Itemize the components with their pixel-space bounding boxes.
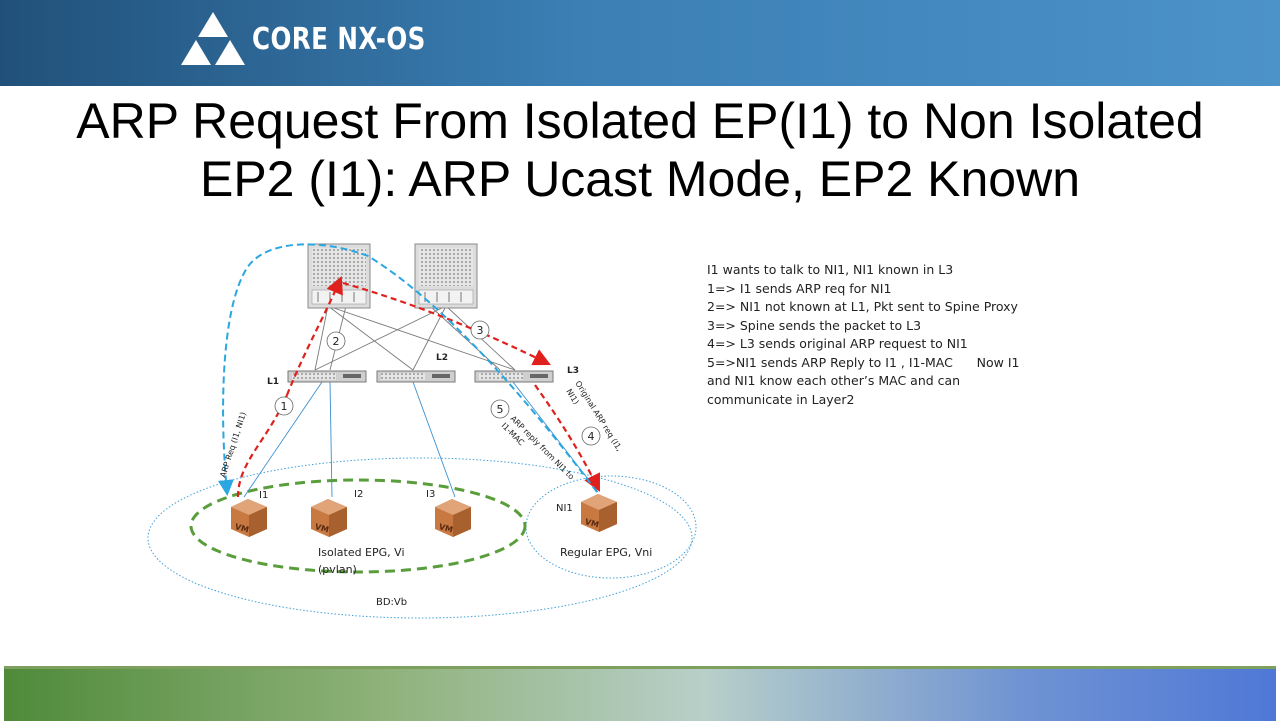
note-line: 5=>NI1 sends ARP Reply to I1 , I1-MAC No… [707, 354, 1020, 370]
arrow-step-2 [285, 275, 343, 396]
vm-i1: VM [231, 499, 267, 537]
leaf-label-l2: L2 [436, 353, 448, 363]
arrow-step-5 [217, 243, 598, 496]
bd-label: BD:Vb [376, 597, 407, 608]
explanation-notes: I1 wants to talk to NI1, NI1 known in L3… [707, 261, 1037, 409]
isolated-epg-sublabel: (pvlan) [318, 563, 357, 576]
note-line: 2=> NI1 not known at L1, Pkt sent to Spi… [707, 299, 1018, 314]
leaf-label-l3: L3 [567, 366, 579, 376]
header-bar: CORE NX-OS [0, 0, 1280, 86]
step-marker-2: 2 [326, 331, 346, 351]
footer-bar [4, 666, 1276, 721]
arrow-step-3 [342, 281, 551, 366]
vm-i3: VM [435, 499, 471, 537]
title-line-1: ARP Request From Isolated EP(I1) to Non … [76, 93, 1204, 149]
spine-switch-2 [414, 243, 478, 309]
note-line: 1=> I1 sends ARP req for NI1 [707, 280, 892, 296]
vm-i2: VM [311, 499, 347, 537]
arrow-step-1 [236, 394, 289, 498]
step-number: 2 [333, 335, 340, 348]
vm-label-ni1: NI1 [556, 503, 573, 514]
regular-epg-label: Regular EPG, Vni [560, 546, 652, 559]
spine-switch-1 [307, 243, 371, 309]
isolated-epg-label: Isolated EPG, Vi [318, 546, 405, 559]
note-line: communicate in Layer2 [707, 391, 855, 407]
vm-icon-text: VM [438, 522, 454, 534]
vm-icon-text: VM [584, 517, 600, 529]
note-line: I1 wants to talk to NI1, NI1 known in L3 [707, 262, 954, 277]
leaf-switch-l3 [474, 370, 554, 383]
logo-icon [181, 12, 245, 65]
access-links [243, 381, 599, 498]
arrow-step-4 [534, 384, 600, 492]
fabric-links [314, 305, 516, 371]
leaf-switch-l2 [376, 370, 456, 383]
step-marker-5: 5 [490, 399, 510, 419]
original-arp-req-label-1: Original ARP req (I1, [573, 379, 624, 452]
regular-epg-boundary [525, 475, 697, 579]
bd-boundary [147, 457, 693, 619]
step-marker-4: 4 [581, 426, 601, 446]
leaf-label-l1: L1 [267, 377, 279, 387]
vm-label-i2: I2 [354, 489, 363, 500]
leaf-switch-l1 [287, 370, 367, 383]
step-marker-3: 3 [470, 320, 490, 340]
slide-title: ARP Request From Isolated EP(I1) to Non … [0, 92, 1280, 208]
step-number: 4 [588, 430, 595, 443]
title-line-2: EP2 (I1): ARP Ucast Mode, EP2 Known [199, 151, 1081, 207]
note-line: 4=> L3 sends original ARP request to NI1 [707, 336, 968, 351]
step-number: 3 [477, 324, 484, 337]
note-line: 3=> Spine sends the packet to L3 [707, 317, 922, 333]
isolated-epg-boundary [189, 478, 527, 574]
note-line: and NI1 know each other’s MAC and can [707, 373, 961, 388]
step-marker-1: 1 [274, 396, 294, 416]
brand-name: CORE NX-OS [252, 22, 426, 57]
vm-label-i3: I3 [426, 489, 435, 500]
arp-reply-label-1: ARP reply from NI1 to [509, 414, 576, 481]
vm-icon-text: VM [314, 522, 330, 534]
step-number: 1 [281, 400, 288, 413]
vm-icon-text: VM [234, 522, 250, 534]
step-number: 5 [497, 403, 504, 416]
vm-label-i1: I1 [259, 490, 268, 501]
vm-ni1: VM [581, 494, 617, 532]
